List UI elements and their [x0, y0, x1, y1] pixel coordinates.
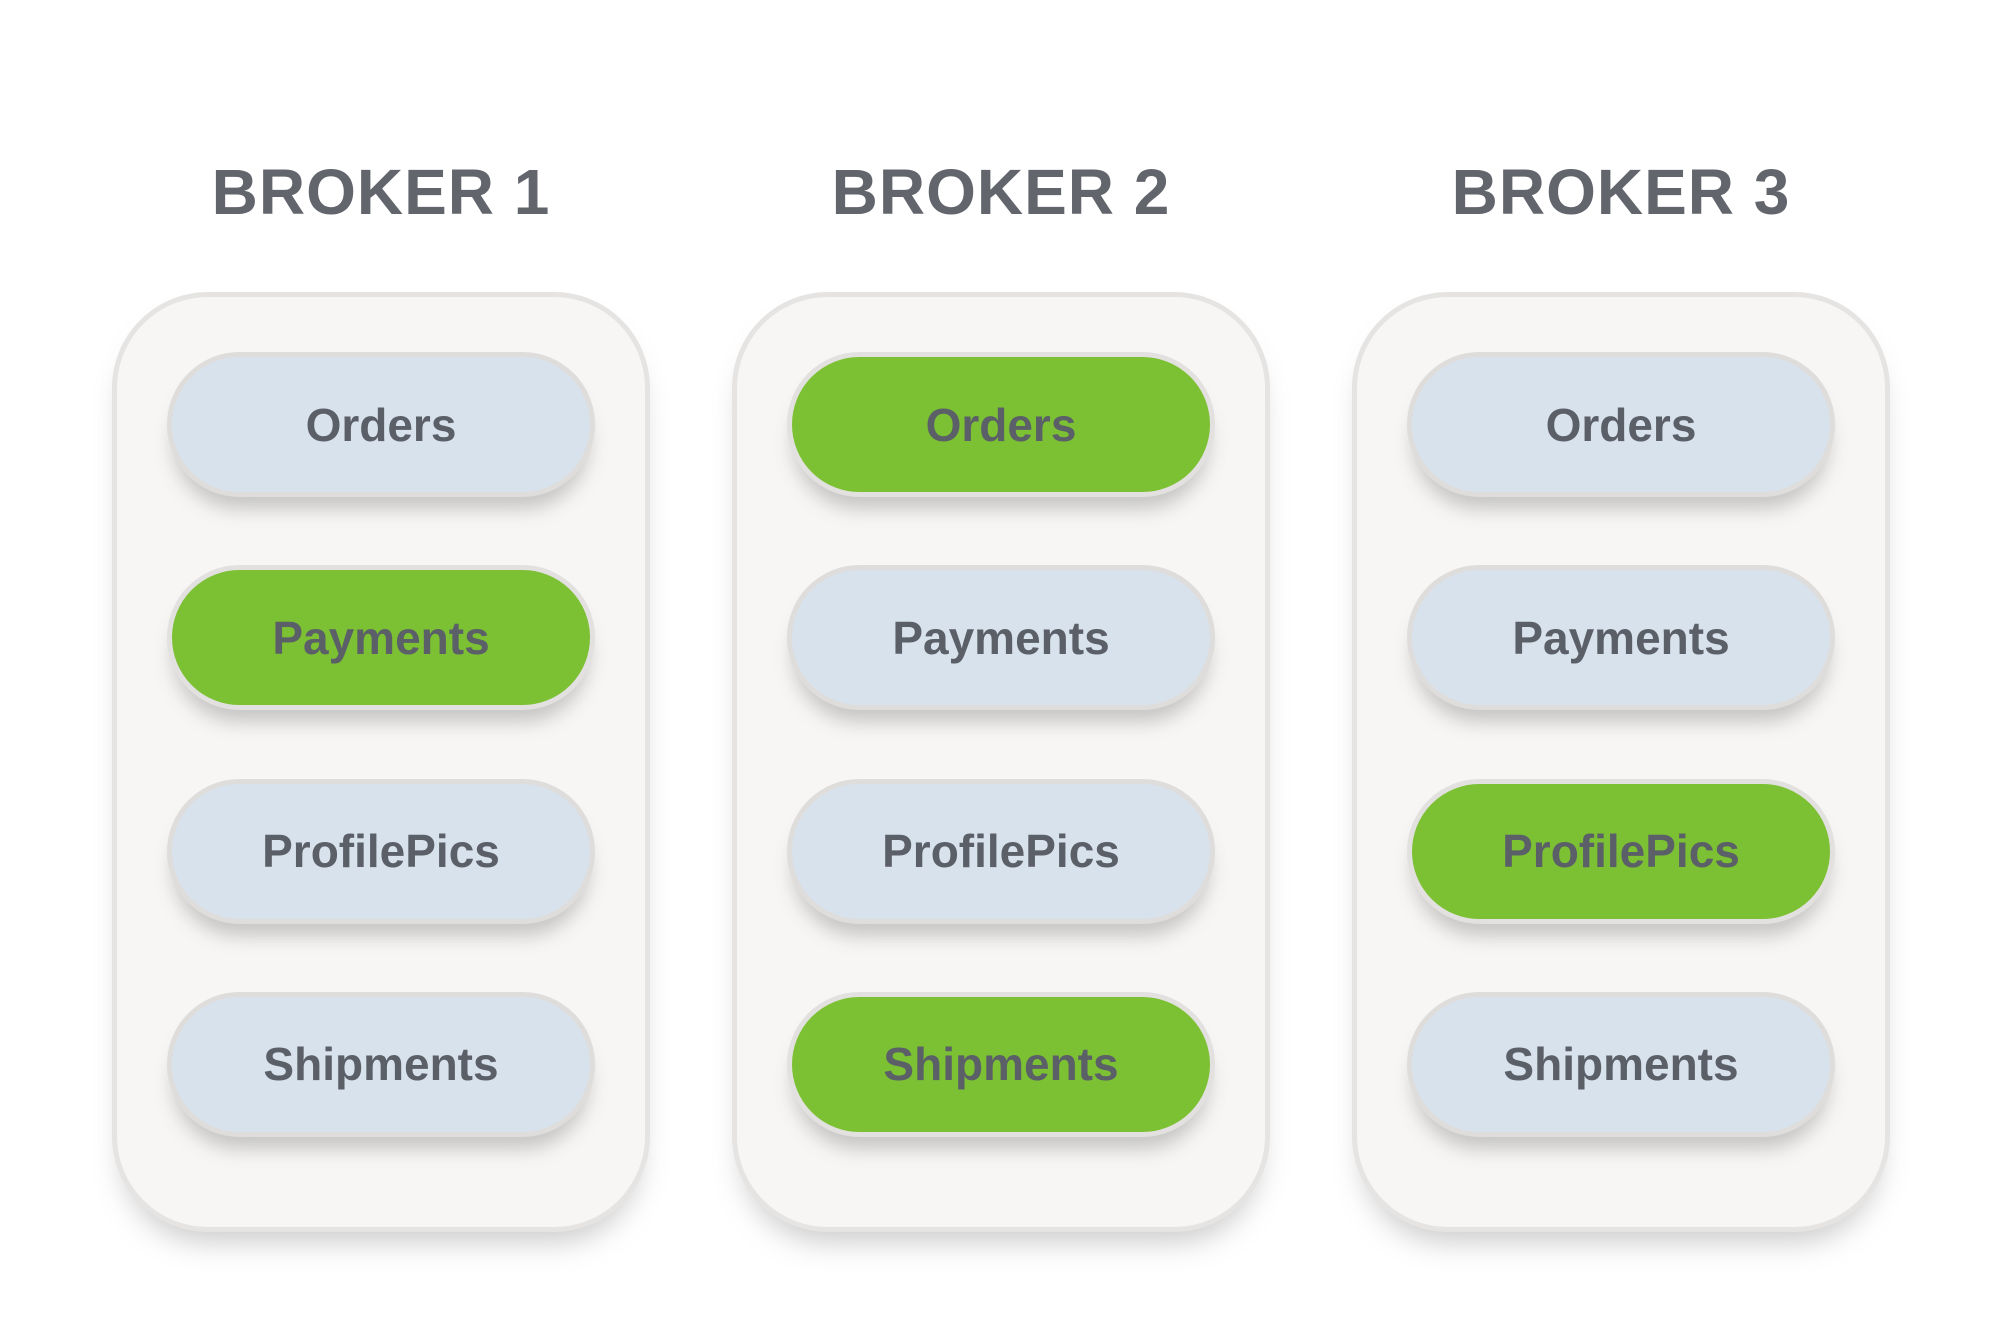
- topic-pill-payments: Payments: [787, 565, 1215, 711]
- broker-title: BROKER 1: [211, 156, 551, 228]
- topic-pill-payments: Payments: [1407, 565, 1835, 711]
- broker-panel: Orders Payments ProfilePics Shipments: [1352, 292, 1890, 1232]
- broker-column-1: BROKER 1 Orders Payments ProfilePics Shi…: [112, 0, 650, 1232]
- topic-pill-shipments: Shipments: [1407, 991, 1835, 1137]
- broker-panel: Orders Payments ProfilePics Shipments: [112, 292, 650, 1232]
- broker-title: BROKER 3: [1451, 156, 1791, 228]
- broker-title: BROKER 2: [831, 156, 1171, 228]
- broker-column-3: BROKER 3 Orders Payments ProfilePics Shi…: [1352, 0, 1890, 1232]
- topic-pill-profilepics: ProfilePics: [787, 778, 1215, 924]
- broker-panel: Orders Payments ProfilePics Shipments: [732, 292, 1270, 1232]
- topic-pill-orders: Orders: [1407, 352, 1835, 497]
- topic-pill-profilepics: ProfilePics: [1407, 778, 1835, 924]
- topic-pill-payments: Payments: [167, 565, 595, 711]
- topic-pill-orders: Orders: [787, 352, 1215, 497]
- broker-diagram: BROKER 1 Orders Payments ProfilePics Shi…: [112, 0, 1890, 1232]
- topic-pill-profilepics: ProfilePics: [167, 778, 595, 924]
- broker-column-2: BROKER 2 Orders Payments ProfilePics Shi…: [732, 0, 1270, 1232]
- topic-pill-orders: Orders: [167, 352, 595, 497]
- topic-pill-shipments: Shipments: [167, 991, 595, 1137]
- topic-pill-shipments: Shipments: [787, 991, 1215, 1137]
